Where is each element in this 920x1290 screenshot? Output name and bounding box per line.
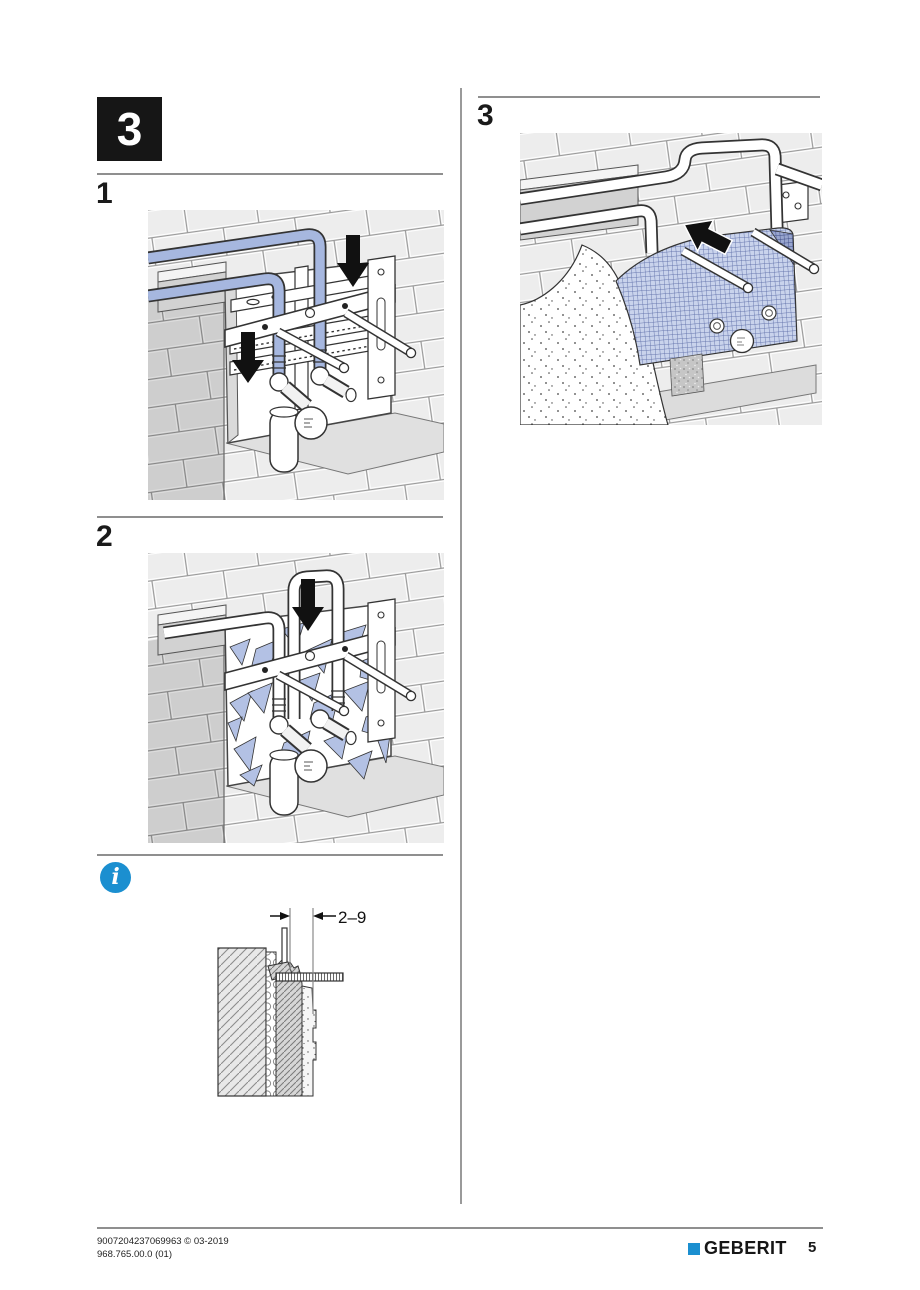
column-divider (460, 88, 462, 1204)
rule-above-step-3 (478, 96, 820, 98)
shutoff-valves (269, 709, 357, 755)
footer-doc-id: 9007204237069963 © 03-2019 (97, 1236, 229, 1247)
wall-bracket (367, 598, 396, 743)
inspection-disc (294, 749, 328, 783)
shutoff-valves (269, 366, 357, 412)
dimension-label: 2–9 (338, 908, 366, 927)
fastening-rod (267, 927, 344, 982)
arrow-down-icon (232, 332, 264, 383)
step-1-illustration (148, 210, 444, 500)
section-number: 3 (116, 103, 143, 155)
step-2-illustration (148, 553, 444, 843)
water-pipes (520, 138, 822, 254)
rule-above-note (97, 854, 443, 856)
frame-rails (229, 265, 382, 411)
section-number-box: 3 (97, 97, 162, 161)
arrow-down-icon (292, 579, 324, 631)
brand-logo: GEBERIT (688, 1238, 787, 1259)
mounting-rods (275, 651, 417, 717)
mortar-patch (669, 353, 705, 397)
arrow-down-icon (337, 235, 369, 287)
footer-article-number: 968.765.00.0 (01) (97, 1248, 173, 1260)
dimension-lines: 2–9 (270, 908, 366, 1014)
protection-caps (709, 305, 777, 334)
arrow-up-left-icon (682, 218, 734, 256)
footer-document-info: 9007204237069963 © 03-2019 968.765.00.0 … (97, 1236, 229, 1261)
masonry-wall-section (217, 947, 317, 1097)
mounting-rods (275, 308, 417, 374)
inspection-disc (729, 328, 755, 354)
info-icon: i (100, 862, 131, 893)
step-3-illustration (520, 133, 822, 425)
water-pipes (163, 569, 345, 721)
inspection-disc (294, 406, 328, 440)
note-cross-section-drawing: 2–9 (217, 908, 366, 1097)
step-1-heading: 1 (96, 177, 113, 210)
info-icon-glyph: i (111, 863, 120, 890)
step-2-heading: 2 (96, 520, 113, 553)
geberit-logo-mark (688, 1242, 700, 1255)
rule-above-step-2 (97, 516, 443, 518)
rule-above-step-1 (97, 173, 443, 175)
footer-rule (97, 1227, 823, 1229)
mounting-rods (680, 227, 820, 294)
step-3-heading: 3 (477, 99, 494, 132)
brand-name: GEBERIT (704, 1238, 787, 1258)
siphon-trap (269, 749, 299, 816)
siphon-trap (269, 406, 299, 473)
page-number: 5 (808, 1239, 817, 1256)
